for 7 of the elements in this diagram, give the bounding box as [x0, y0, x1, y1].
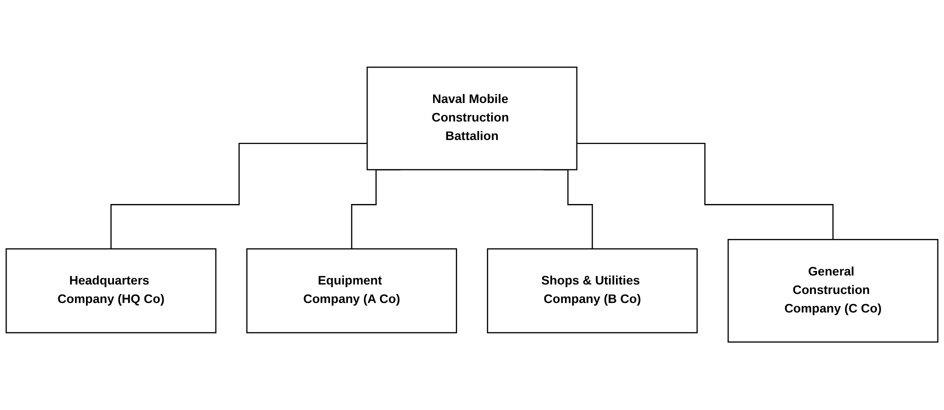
connector [110, 143, 368, 250]
node-box: Equipment Company (A Co) [246, 248, 458, 334]
node-box: General Construction Company (C Co) [728, 239, 938, 343]
connector [576, 143, 834, 240]
node-box: Naval Mobile Construction Battalion [366, 67, 578, 171]
node-box: Shops & Utilities Company (B Co) [486, 248, 698, 334]
node-box: Headquarters Company (HQ Co) [6, 248, 216, 334]
